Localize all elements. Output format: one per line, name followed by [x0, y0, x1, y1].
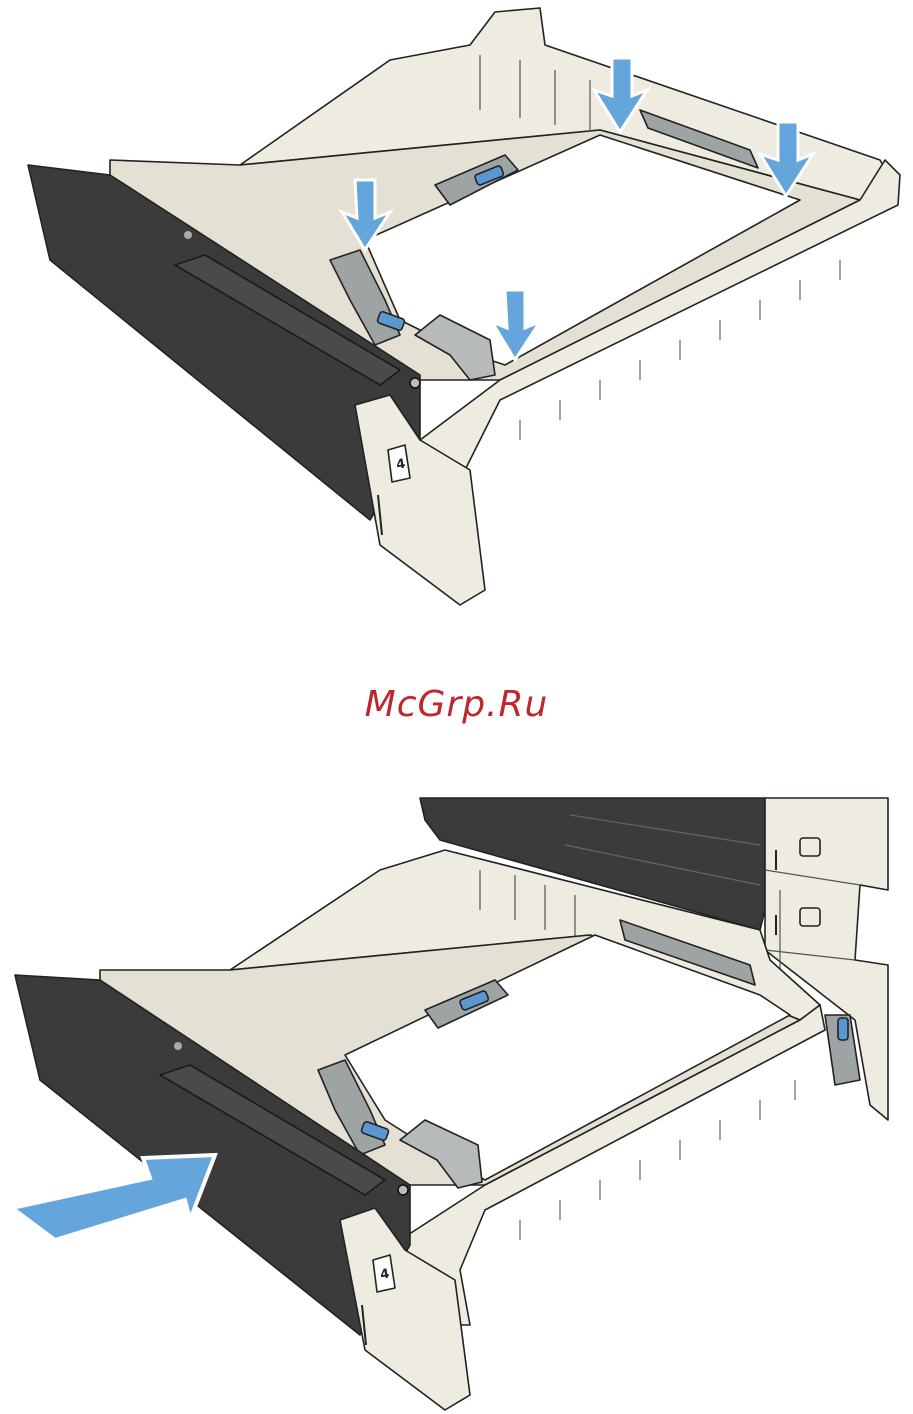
printer-side-panel [765, 798, 888, 1120]
watermark: McGrp.Ru [0, 684, 913, 725]
tray-insert-illustration: 4 [0, 790, 913, 1414]
paper-tray-loading-illustration: 4 [0, 0, 913, 620]
push-arrow-icon [12, 1155, 215, 1240]
